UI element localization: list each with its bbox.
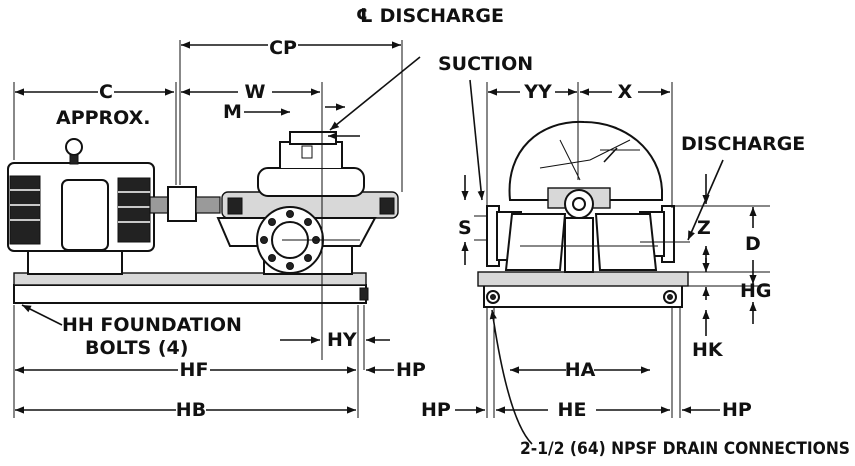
label-hf: HF [180, 359, 209, 381]
end-view-dimensions [455, 79, 757, 445]
side-view-dimensions [15, 41, 421, 414]
label-hp-end-right: HP [722, 399, 752, 421]
pump-casing-end [486, 120, 675, 273]
label-hh-foundation: HH FOUNDATION [62, 314, 242, 336]
label-w: W [245, 81, 266, 103]
side-view-extension-lines [13, 40, 403, 418]
label-s: S [458, 217, 472, 239]
side-view [7, 40, 421, 418]
label-m: M [223, 101, 242, 123]
dimension-labels: ℄ DISCHARGE C APPROX. CP W M SUCTION YY … [56, 5, 850, 459]
end-view-extension-lines [474, 82, 770, 418]
label-yy: YY [523, 81, 552, 103]
label-suction: SUCTION [438, 53, 533, 75]
label-cp: CP [269, 37, 297, 59]
label-x: X [618, 81, 633, 103]
label-hg: HG [740, 280, 772, 302]
label-bolts: BOLTS (4) [85, 337, 188, 359]
coupling [149, 186, 221, 222]
label-c: C [99, 81, 113, 103]
base-plate [13, 272, 369, 304]
label-hp-end-left: HP [421, 399, 451, 421]
label-d: D [745, 233, 761, 255]
label-hb: HB [176, 399, 206, 421]
label-approx: APPROX. [56, 107, 151, 129]
label-he: HE [558, 399, 587, 421]
label-ha: HA [565, 359, 596, 381]
label-discharge-end: DISCHARGE [681, 133, 805, 155]
end-base [477, 271, 689, 308]
label-hp-side: HP [396, 359, 426, 381]
label-hy: HY [327, 329, 357, 351]
label-drain-connections: 2-1/2 (64) NPSF DRAIN CONNECTIONS [520, 439, 850, 459]
label-z: Z [697, 217, 711, 239]
end-view [455, 79, 770, 445]
motor [7, 138, 155, 275]
label-hk: HK [692, 339, 724, 361]
label-discharge-centerline: ℄ DISCHARGE [356, 5, 504, 27]
pump-side [216, 131, 399, 275]
